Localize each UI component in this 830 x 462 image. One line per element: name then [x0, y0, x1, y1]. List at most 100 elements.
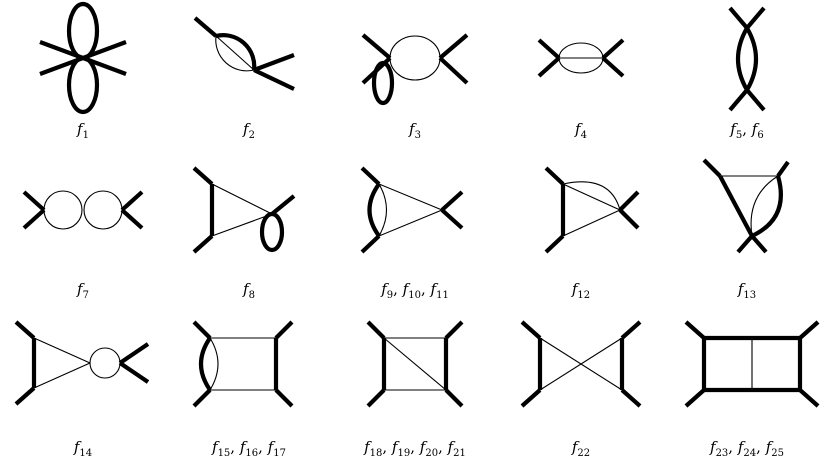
- label-subscript: 12: [577, 290, 591, 301]
- diagram-f2-label: f2: [166, 120, 332, 141]
- diagram-f22: f22: [498, 308, 664, 462]
- diagram-f22-label: f22: [498, 438, 664, 459]
- diagram-f1-graphic: [39, 1, 127, 115]
- diagram-f1-label: f1: [0, 120, 166, 141]
- diagram-f8-label: f8: [166, 280, 332, 301]
- diagram-f7: f7: [0, 154, 166, 308]
- diagram-f9: f9, f10, f11: [332, 154, 498, 308]
- diagram-f7-graphic: [22, 190, 144, 230]
- diagram-f12-label: f12: [498, 280, 664, 301]
- diagram-f23: f23, f24, f25: [664, 308, 830, 462]
- label-separator: ,: [393, 280, 403, 298]
- diagram-f18-graphic: [366, 320, 464, 408]
- diagram-f14-graphic: [14, 320, 150, 406]
- diagram-f8: f8: [166, 154, 332, 308]
- diagram-f2: f2: [166, 0, 332, 154]
- diagram-f3: f3: [332, 0, 498, 154]
- label-separator: ,: [230, 438, 240, 456]
- label-subscript: 6: [757, 130, 764, 141]
- diagram-f3-label: f3: [332, 120, 498, 141]
- label-separator: ,: [438, 438, 448, 456]
- label-subscript: 5: [735, 130, 743, 141]
- label-symbol: f: [409, 120, 415, 138]
- diagram-f13: f13: [664, 154, 830, 308]
- diagram-f14: f14: [0, 308, 166, 462]
- label-symbol: f: [243, 280, 249, 298]
- label-symbol: f: [765, 438, 772, 456]
- label-subscript: 4: [580, 130, 587, 141]
- diagram-f14-label: f14: [0, 438, 166, 459]
- diagram-f13-graphic: [702, 158, 790, 254]
- label-subscript: 1: [82, 130, 89, 141]
- diagram-f15-graphic: [192, 320, 294, 408]
- label-subscript: 25: [771, 448, 784, 459]
- label-symbol: f: [243, 120, 249, 138]
- label-separator: ,: [410, 438, 420, 456]
- label-symbol: f: [212, 438, 218, 456]
- diagram-f22-graphic: [520, 320, 642, 408]
- label-subscript: 2: [248, 130, 255, 141]
- diagram-f23-graphic: [684, 320, 820, 408]
- label-separator: ,: [420, 280, 431, 298]
- label-subscript: 22: [577, 448, 591, 459]
- label-subscript: 13: [743, 290, 757, 301]
- label-subscript: 10: [408, 290, 421, 301]
- label-symbol: f: [710, 438, 716, 456]
- diagram-f8-graphic: [192, 166, 296, 254]
- label-subscript: 17: [273, 448, 286, 459]
- label-subscript: 23: [715, 448, 729, 459]
- label-separator: ,: [258, 438, 268, 456]
- label-symbol: f: [571, 280, 578, 298]
- diagram-f7-label: f7: [0, 280, 166, 301]
- label-symbol: f: [737, 438, 744, 456]
- diagram-f18: f18, f19, f20, f21: [332, 308, 498, 462]
- label-subscript: 3: [414, 130, 421, 141]
- label-separator: ,: [728, 438, 738, 456]
- label-symbol: f: [419, 438, 426, 456]
- diagram-f12-graphic: [544, 166, 640, 254]
- diagram-f5-graphic: [728, 6, 766, 112]
- label-symbol: f: [730, 120, 736, 138]
- diagram-f4-graphic: [537, 38, 625, 78]
- diagram-f3-graphic: [361, 33, 469, 106]
- label-separator: ,: [382, 438, 392, 456]
- label-subscript: 9: [386, 290, 394, 301]
- diagram-f15: f15, f16, f17: [166, 308, 332, 462]
- label-symbol: f: [402, 280, 409, 298]
- diagram-f9-graphic: [360, 166, 464, 254]
- label-subscript: 11: [436, 290, 449, 301]
- label-separator: ,: [742, 120, 752, 138]
- diagram-f5-label: f5, f6: [664, 120, 830, 141]
- diagram-f12: f12: [498, 154, 664, 308]
- label-subscript: 7: [82, 290, 89, 301]
- label-symbol: f: [447, 438, 454, 456]
- label-symbol: f: [381, 280, 387, 298]
- label-symbol: f: [364, 438, 370, 456]
- diagram-f15-label: f15, f16, f17: [166, 438, 332, 459]
- diagram-f9-label: f9, f10, f11: [332, 280, 498, 301]
- label-subscript: 14: [79, 448, 93, 459]
- label-subscript: 8: [248, 290, 255, 301]
- diagram-f23-label: f23, f24, f25: [664, 438, 830, 459]
- label-symbol: f: [751, 120, 758, 138]
- diagram-f18-label: f18, f19, f20, f21: [332, 438, 498, 459]
- diagram-f2-graphic: [193, 16, 295, 91]
- label-symbol: f: [575, 120, 581, 138]
- label-subscript: 19: [397, 448, 411, 459]
- diagram-f5: f5, f6: [664, 0, 830, 154]
- label-symbol: f: [391, 438, 398, 456]
- diagram-f13-label: f13: [664, 280, 830, 301]
- label-separator: ,: [756, 438, 766, 456]
- diagram-f4-label: f4: [498, 120, 664, 141]
- label-symbol: f: [267, 438, 274, 456]
- diagram-f4: f4: [498, 0, 664, 154]
- label-subscript: 24: [743, 448, 757, 459]
- label-symbol: f: [430, 280, 437, 298]
- label-subscript: 21: [453, 448, 466, 459]
- label-symbol: f: [239, 438, 246, 456]
- label-symbol: f: [77, 280, 83, 298]
- label-symbol: f: [571, 438, 578, 456]
- label-subscript: 20: [425, 448, 439, 459]
- label-symbol: f: [77, 120, 83, 138]
